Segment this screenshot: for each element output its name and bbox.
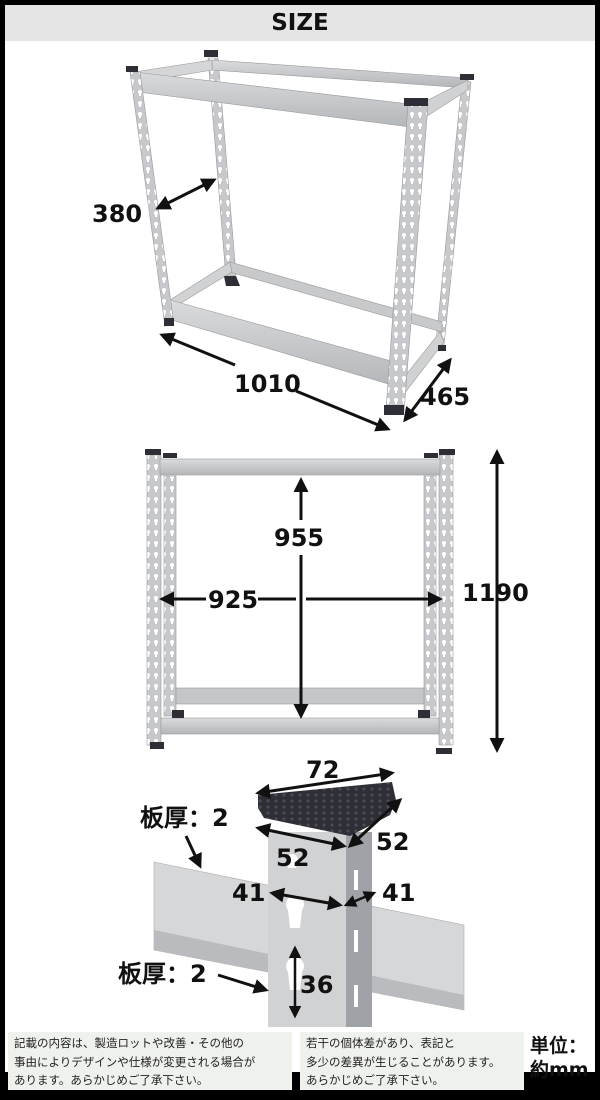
depth-dimension-arrow <box>155 178 217 210</box>
section-header: SIZE <box>5 5 595 41</box>
post-detail-drawing <box>153 782 465 1027</box>
post-side-label: 41 <box>382 879 415 907</box>
foot-width-label: 72 <box>306 756 339 784</box>
perspective-shelf-drawing <box>126 50 474 415</box>
post-thickness-label: 板厚：2 <box>118 960 207 988</box>
inner-height-label: 955 <box>274 524 324 552</box>
disclaimer-note-design: 記載の内容は、製造ロットや改善・その他の 事由によりデザインや仕様が変更される場… <box>8 1032 292 1090</box>
inner-width-label: 925 <box>208 586 258 614</box>
hole-pitch-label: 36 <box>300 971 333 999</box>
bottom-border <box>0 1092 600 1100</box>
depth-label: 380 <box>92 200 142 228</box>
disclaimer-note-variance: 若干の個体差があり、表記と 多少の差異が生じることがあります。 あらかじめご了承… <box>300 1032 524 1090</box>
foot-side-depth-label: 52 <box>376 828 409 856</box>
side-depth-label: 465 <box>420 383 470 411</box>
section-title: SIZE <box>271 10 329 36</box>
width-dimension-arrow <box>295 389 391 432</box>
beam-thickness-label: 板厚：2 <box>140 804 229 832</box>
unit-label: 単位： 約mm <box>530 1035 589 1081</box>
total-height-label: 1190 <box>462 579 529 607</box>
foot-front-depth-label: 52 <box>276 844 309 872</box>
post-width-label: 41 <box>232 879 265 907</box>
side-depth-dimension-arrow <box>403 357 452 423</box>
width-label: 1010 <box>234 370 301 398</box>
